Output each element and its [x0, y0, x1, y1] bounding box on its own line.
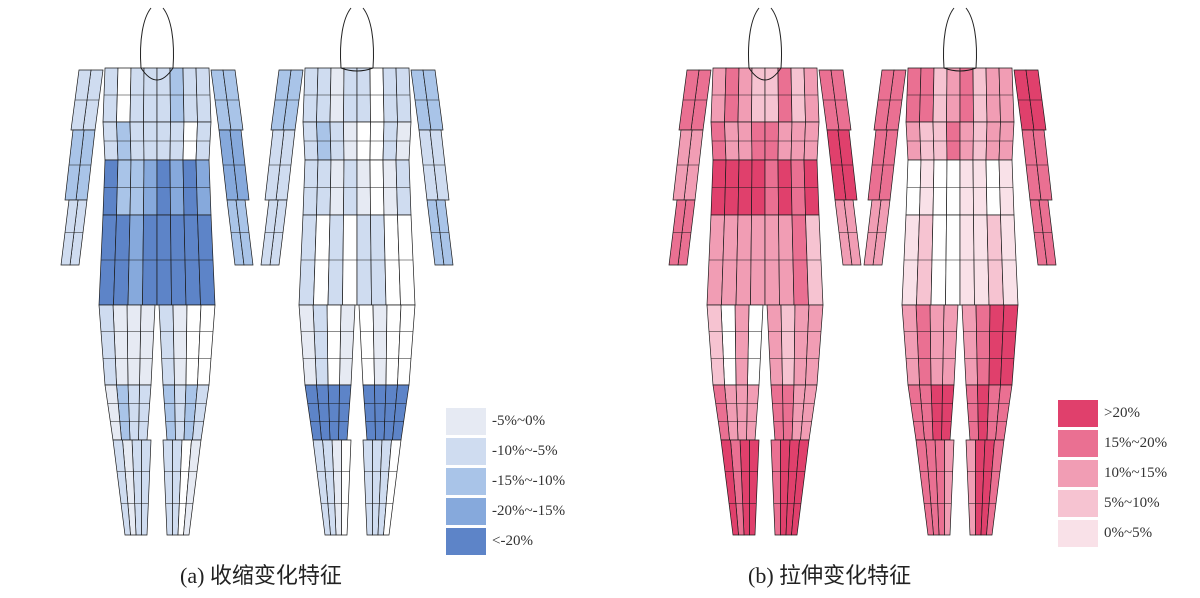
legend-swatch [1058, 400, 1098, 427]
leg-cell [358, 304, 375, 386]
leg-cell [139, 304, 156, 386]
leg-cell [706, 304, 725, 386]
leg-cell [961, 304, 978, 386]
leg-cell [975, 304, 991, 386]
leg-cell [766, 304, 783, 386]
legend-label: >20% [1104, 405, 1140, 421]
body-figure-back [863, 7, 1057, 536]
collar-line [340, 67, 374, 72]
leg-cell [942, 304, 959, 386]
caption-a: (a) 收缩变化特征 [180, 563, 342, 588]
legend-label: 15%~20% [1104, 435, 1168, 451]
leg-cell [172, 304, 188, 386]
legend-label: 5%~10% [1104, 495, 1160, 511]
shrinkage-legend-item: -15%~-10% [446, 468, 565, 495]
shrinkage-legend: -5%~0% -10%~-5% -15%~-10% -20%~-15% <-20… [446, 408, 565, 555]
leg-cell [372, 304, 388, 386]
legend-swatch [446, 498, 486, 525]
leg-cell [965, 384, 979, 441]
leg-cell [158, 304, 175, 386]
legend-label: -15%~-10% [492, 473, 566, 489]
leg-cell [1000, 304, 1019, 386]
leg-cell [901, 304, 920, 386]
legend-label: 0%~5% [1104, 525, 1153, 541]
leg-cell [734, 304, 750, 386]
leg-cell [141, 439, 152, 536]
legend-swatch [1058, 520, 1098, 547]
legend-swatch [446, 528, 486, 555]
leg-cell [747, 304, 764, 386]
leg-cell [138, 384, 152, 441]
neck-outline [340, 7, 374, 69]
stretch-legend-item: 0%~5% [1058, 520, 1167, 547]
legend-label: 10%~15% [1104, 465, 1168, 481]
collar-line [748, 67, 782, 81]
legend-swatch [446, 438, 486, 465]
leg-cell [780, 304, 796, 386]
legend-label: -5%~0% [492, 413, 546, 429]
leg-cell [298, 304, 317, 386]
caption-b: (b) 拉伸变化特征 [748, 563, 912, 588]
leg-cell [770, 384, 784, 441]
stretch-legend-item: 5%~10% [1058, 490, 1167, 517]
legend-swatch [1058, 430, 1098, 457]
leg-cell [770, 439, 781, 536]
leg-cell [162, 439, 173, 536]
shrinkage-legend-item: -10%~-5% [446, 438, 565, 465]
body-figure-front [668, 7, 862, 536]
leg-cell [326, 304, 342, 386]
stretch-legend-item: >20% [1058, 400, 1167, 427]
leg-cell [162, 384, 176, 441]
leg-cell [746, 384, 760, 441]
leg-cell [197, 304, 216, 386]
shrinkage-legend-item: -20%~-15% [446, 498, 565, 525]
leg-cell [98, 304, 117, 386]
stretch-legend: >20% 15%~20% 10%~15% 5%~10% 0%~5% [1058, 400, 1167, 547]
shrinkage-legend-item: -5%~0% [446, 408, 565, 435]
body-figure-back [260, 7, 454, 536]
body-figure-front [60, 7, 254, 536]
legend-swatch [446, 468, 486, 495]
leg-cell [338, 384, 352, 441]
leg-cell [941, 384, 955, 441]
leg-cell [339, 304, 356, 386]
neck-outline [748, 7, 782, 69]
legend-label: <-20% [492, 533, 533, 549]
leg-cell [929, 304, 945, 386]
leg-cell [805, 304, 824, 386]
leg-cell [362, 439, 373, 536]
leg-cell [965, 439, 976, 536]
legend-swatch [1058, 490, 1098, 517]
legend-swatch [1058, 460, 1098, 487]
legend-swatch [446, 408, 486, 435]
legend-label: -20%~-15% [492, 503, 566, 519]
leg-cell [341, 439, 352, 536]
leg-cell [397, 304, 416, 386]
shrinkage-legend-item: <-20% [446, 528, 565, 555]
neck-outline [140, 7, 174, 69]
leg-cell [362, 384, 376, 441]
stretch-legend-item: 15%~20% [1058, 430, 1167, 457]
collar-line [140, 67, 174, 81]
leg-cell [126, 304, 142, 386]
stretch-legend-item: 10%~15% [1058, 460, 1167, 487]
collar-line [943, 67, 977, 72]
legend-label: -10%~-5% [492, 443, 558, 459]
neck-outline [943, 7, 977, 69]
leg-cell [749, 439, 760, 536]
leg-cell [944, 439, 955, 536]
